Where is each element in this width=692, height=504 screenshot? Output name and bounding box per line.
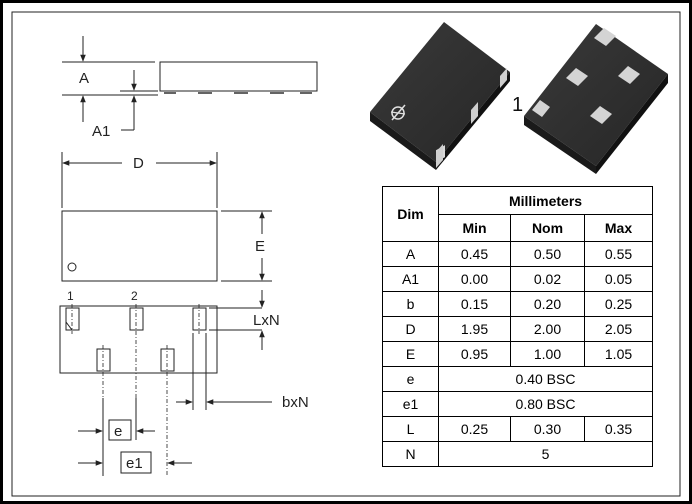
dim-label-bxn: bxN (282, 394, 309, 411)
package-top-render (370, 22, 510, 170)
pad-5 (160, 348, 175, 372)
pad-4 (96, 348, 111, 372)
cell-dim: e1 (382, 391, 439, 417)
inner-border (11, 11, 681, 497)
cell-dim: N (382, 441, 439, 467)
cell-dim: D (382, 316, 439, 342)
cell-dim: A (382, 241, 439, 267)
cell-dim: E (382, 341, 439, 367)
cell-max: 2.05 (583, 316, 654, 342)
cell-min: 0.00 (438, 266, 511, 292)
cell-min: 0.25 (438, 416, 511, 442)
table-row: N 5 (382, 441, 654, 467)
cell-max: 0.55 (583, 241, 654, 267)
dim-label-d: D (133, 155, 144, 172)
cell-max: 1.05 (583, 341, 654, 367)
cell-nom: 0.02 (510, 266, 585, 292)
cell-max: 0.25 (583, 291, 654, 317)
side-view-body (159, 61, 318, 92)
top-view-body (61, 210, 218, 282)
pad-2 (129, 307, 144, 331)
cell-max: 0.05 (583, 266, 654, 292)
pin-label-1: 1 (67, 289, 74, 303)
table-row: e 0.40 BSC (382, 366, 654, 392)
cell-min: 0.95 (438, 341, 511, 367)
header-max: Max (583, 214, 654, 242)
package-render: 1 (370, 22, 668, 174)
pin1-marker (67, 262, 77, 272)
dim-label-e: E (255, 238, 265, 255)
dim-label-e1: e1 (126, 455, 143, 472)
dim-box-e (108, 419, 132, 441)
table-row: D 1.95 2.00 2.05 (382, 316, 654, 342)
cell-value: 5 (437, 441, 654, 467)
table-row: L 0.25 0.30 0.35 (382, 416, 654, 442)
cell-min: 0.45 (438, 241, 511, 267)
cell-nom: 0.30 (510, 416, 585, 442)
dim-label-a: A (79, 70, 89, 87)
side-view: A A1 (62, 36, 318, 140)
top-view: D E (61, 152, 272, 282)
render-pin1-label: 1 (512, 94, 523, 116)
pad-1 (65, 307, 80, 331)
cell-value: 0.40 BSC (437, 366, 654, 392)
table-row: e1 0.80 BSC (382, 391, 654, 417)
cell-value: 0.80 BSC (437, 391, 654, 417)
cell-dim: A1 (382, 266, 439, 292)
cell-min: 0.15 (438, 291, 511, 317)
dim-label-a1: A1 (92, 123, 110, 140)
dim-box-e1 (120, 451, 152, 474)
header-millimeters: Millimeters (437, 186, 654, 215)
cell-max: 0.35 (583, 416, 654, 442)
dimensions-table: Dim Millimeters Min Nom Max A 0.45 0.50 … (382, 186, 654, 467)
cell-nom: 2.00 (510, 316, 585, 342)
table-row: A 0.45 0.50 0.55 (382, 241, 654, 267)
bottom-view: 1 2 LxN bxN e (59, 289, 309, 476)
package-bottom-render (524, 24, 668, 174)
cell-dim: L (382, 416, 439, 442)
cell-nom: 0.50 (510, 241, 585, 267)
header-dim: Dim (382, 186, 439, 242)
cell-dim: e (382, 366, 439, 392)
pin1-logo-icon (390, 104, 406, 121)
dim-label-e-pitch: e (114, 423, 122, 440)
header-min: Min (438, 214, 511, 242)
header-nom: Nom (510, 214, 585, 242)
cell-min: 1.95 (438, 316, 511, 342)
table-row: A1 0.00 0.02 0.05 (382, 266, 654, 292)
pin-label-2: 2 (131, 289, 138, 303)
pad-3 (192, 307, 207, 331)
cell-dim: b (382, 291, 439, 317)
dim-label-lxn: LxN (253, 312, 280, 329)
cell-nom: 0.20 (510, 291, 585, 317)
table-row: E 0.95 1.00 1.05 (382, 341, 654, 367)
table-row: b 0.15 0.20 0.25 (382, 291, 654, 317)
cell-nom: 1.00 (510, 341, 585, 367)
